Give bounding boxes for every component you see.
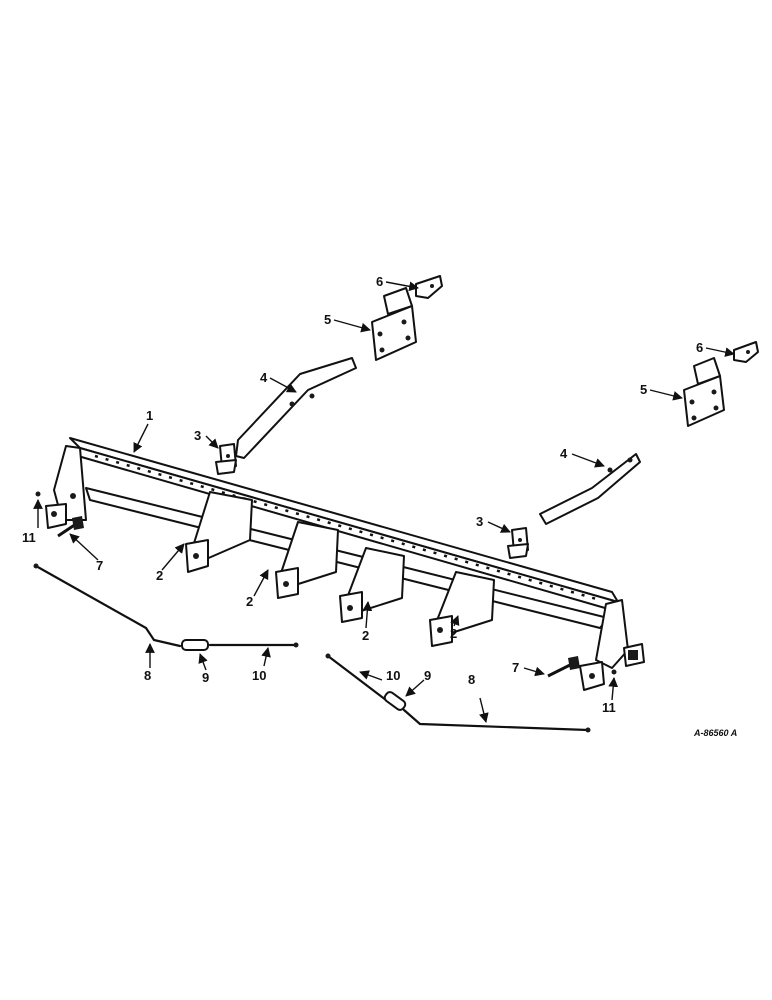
mounting-plate-right xyxy=(683,357,725,427)
callout-6: 6 xyxy=(696,340,703,355)
leader-lines xyxy=(33,281,735,723)
rod-right-short xyxy=(325,653,388,702)
clip-right xyxy=(507,527,529,559)
callout-10: 10 xyxy=(386,668,400,683)
callout-3: 3 xyxy=(476,514,483,529)
callout-8: 8 xyxy=(144,668,151,683)
bolt-left xyxy=(57,516,84,538)
pin-right xyxy=(611,669,617,675)
callout-11: 11 xyxy=(602,700,616,715)
callout-2: 2 xyxy=(246,594,253,609)
right-end-bracket xyxy=(579,599,645,691)
callout-10: 10 xyxy=(252,668,266,683)
standard-plate-1 xyxy=(185,491,253,573)
reference-number: A-86560 A xyxy=(693,728,737,738)
standard-plate-3 xyxy=(339,547,405,623)
callout-labels: 1 2 2 2 2 3 3 4 4 5 5 6 6 7 7 8 8 9 9 10… xyxy=(22,274,703,715)
rod-left-long xyxy=(33,563,182,648)
rod-right-long xyxy=(402,708,591,733)
callout-7: 7 xyxy=(512,660,519,675)
coupler-right xyxy=(383,691,407,711)
callout-11: 11 xyxy=(22,530,36,545)
clip-left xyxy=(215,443,237,475)
callout-7: 7 xyxy=(96,558,103,573)
mounting-plate-left xyxy=(371,287,417,361)
callout-9: 9 xyxy=(424,668,431,683)
standard-plate-2 xyxy=(275,521,339,599)
callout-2: 2 xyxy=(362,628,369,643)
callout-2: 2 xyxy=(450,626,457,641)
callout-3: 3 xyxy=(194,428,201,443)
callout-5: 5 xyxy=(640,382,647,397)
callout-4: 4 xyxy=(260,370,268,385)
support-arm-right xyxy=(539,453,641,525)
left-end-bracket xyxy=(45,445,87,529)
callout-4: 4 xyxy=(560,446,568,461)
small-bracket-right xyxy=(733,341,759,363)
callout-5: 5 xyxy=(324,312,331,327)
callout-6: 6 xyxy=(376,274,383,289)
pin-left xyxy=(35,491,41,497)
callout-9: 9 xyxy=(202,670,209,685)
support-arm-left xyxy=(235,357,357,459)
standard-plate-4 xyxy=(429,571,495,647)
coupler-left xyxy=(181,639,209,651)
small-bracket-left xyxy=(415,275,443,299)
callout-8: 8 xyxy=(468,672,475,687)
callout-2: 2 xyxy=(156,568,163,583)
callout-1: 1 xyxy=(146,408,153,423)
rod-left-short xyxy=(208,642,299,648)
bolt-right xyxy=(547,656,580,678)
